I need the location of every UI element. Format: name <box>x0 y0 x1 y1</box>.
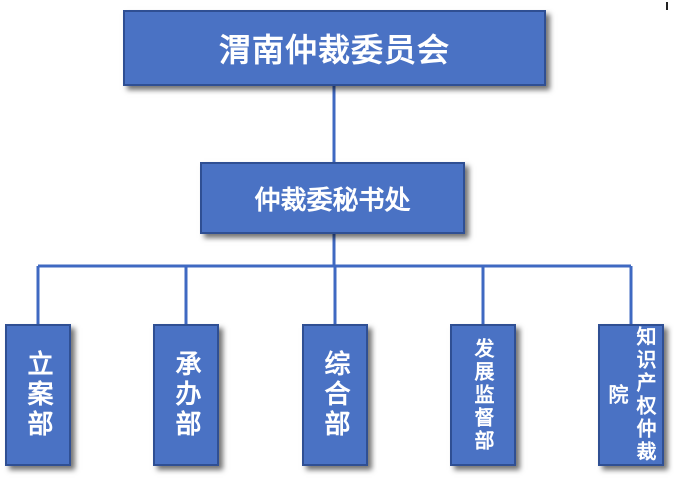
node-department-handling: 承办部 <box>153 324 219 466</box>
node-arbitration-commission-label: 渭南仲裁委员会 <box>218 31 450 69</box>
node-department-development-supervision: 发展监督部 <box>450 324 516 466</box>
node-department-general: 综合部 <box>302 324 368 466</box>
node-secretariat-label: 仲裁委秘书处 <box>254 185 411 216</box>
node-secretariat: 仲裁委秘书处 <box>200 162 465 234</box>
node-arbitration-commission: 渭南仲裁委员会 <box>123 10 546 86</box>
node-department-filing: 立案部 <box>5 324 71 466</box>
node-department-label: 发展监督部 <box>471 337 495 453</box>
node-department-label: 立案部 <box>23 350 53 440</box>
node-department-label: 综合部 <box>320 350 350 440</box>
node-department-label: 知识产权仲裁院 <box>605 326 657 464</box>
node-department-ip-arbitration-court: 知识产权仲裁院 <box>598 324 664 466</box>
node-department-label: 承办部 <box>171 350 201 440</box>
edge-artifact-mark <box>666 2 668 10</box>
